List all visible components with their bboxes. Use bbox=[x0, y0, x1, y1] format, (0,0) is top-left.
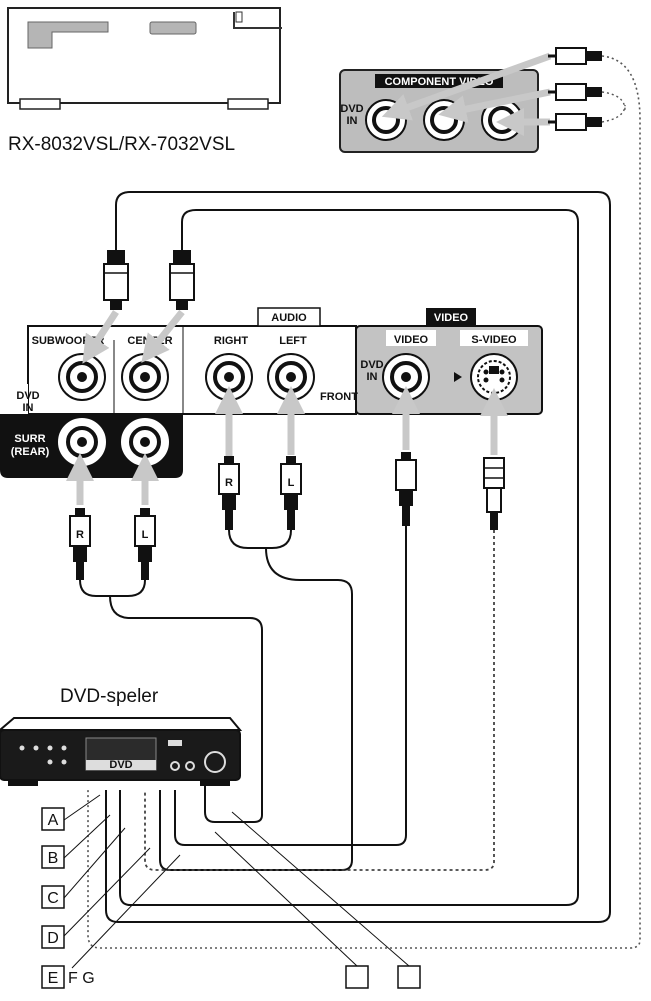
center-plug bbox=[169, 250, 195, 310]
surr-label: SURR bbox=[14, 433, 45, 445]
rear-label: (REAR) bbox=[11, 446, 50, 458]
letter-a: A bbox=[48, 812, 59, 829]
player-title: DVD-speler bbox=[60, 686, 159, 707]
component-plug-3 bbox=[548, 113, 602, 131]
component-jack-pb bbox=[423, 99, 465, 141]
video-in-label: IN bbox=[367, 371, 378, 383]
surround-left-plug: L bbox=[134, 508, 156, 580]
surround-right-jack bbox=[58, 418, 106, 466]
player-display-label: DVD bbox=[109, 759, 132, 771]
component-plug-2 bbox=[548, 83, 602, 101]
cables-to-player bbox=[79, 526, 495, 871]
video-dvd-label: DVD bbox=[360, 359, 383, 371]
component-dvd-label: DVD bbox=[340, 103, 363, 115]
sub-center-arrows bbox=[82, 309, 185, 364]
component-plugs bbox=[548, 47, 602, 131]
svideo-arrow-icon bbox=[454, 372, 462, 382]
component-in-label: IN bbox=[347, 115, 358, 127]
audio-right-plug-label: R bbox=[225, 477, 233, 489]
svideo-plug bbox=[483, 457, 505, 530]
center-jack bbox=[121, 353, 169, 401]
surr-in-label: IN bbox=[23, 402, 34, 414]
video-plug bbox=[395, 452, 417, 526]
letter-labels: A B C D E F G bbox=[41, 794, 421, 989]
component-video-panel: COMPONENT VIDEO DVD IN bbox=[339, 69, 539, 153]
audio-left-plug-label: L bbox=[288, 477, 295, 489]
main-jack-panel: AUDIO VIDEO SUBWOOFER CENTER RIGHT LEFT … bbox=[0, 307, 543, 478]
letter-c: C bbox=[47, 890, 59, 907]
letter-b: B bbox=[48, 850, 59, 867]
letter-e: E bbox=[48, 970, 59, 987]
audio-right-jack bbox=[205, 353, 253, 401]
receiver-model-label: RX-8032VSL/RX-7032VSL bbox=[8, 134, 235, 155]
blank-box-1 bbox=[345, 965, 369, 989]
component-jack-y bbox=[365, 99, 407, 141]
letter-fg: F G bbox=[68, 970, 95, 987]
svideo-jack-label: S-VIDEO bbox=[471, 334, 517, 346]
sub-center-cables bbox=[105, 191, 611, 923]
audio-left-jack bbox=[267, 353, 315, 401]
audio-right-plug: R bbox=[218, 456, 240, 530]
component-plug-1 bbox=[548, 47, 602, 65]
left-label: LEFT bbox=[279, 335, 307, 347]
right-label: RIGHT bbox=[214, 335, 249, 347]
dvd-player: DVD bbox=[0, 717, 243, 786]
surround-right-plug: R bbox=[69, 508, 91, 580]
component-cable bbox=[87, 55, 641, 949]
audio-left-plug: L bbox=[280, 456, 302, 530]
surround-right-plug-label: R bbox=[76, 529, 84, 541]
video-jack bbox=[382, 353, 430, 401]
surround-left-plug-label: L bbox=[142, 529, 149, 541]
audio-group-label: AUDIO bbox=[271, 312, 307, 324]
video-jack-label: VIDEO bbox=[394, 334, 429, 346]
video-group-label: VIDEO bbox=[434, 312, 469, 324]
front-label: FRONT bbox=[320, 391, 358, 403]
receiver-illustration bbox=[7, 7, 282, 110]
svideo-jack bbox=[470, 353, 518, 401]
blank-box-2 bbox=[397, 965, 421, 989]
surr-dvd-label: DVD bbox=[16, 390, 39, 402]
surround-left-jack bbox=[121, 418, 169, 466]
subwoofer-plug bbox=[103, 250, 129, 310]
component-plug-arrows bbox=[381, 52, 552, 136]
subwoofer-jack bbox=[58, 353, 106, 401]
letter-d: D bbox=[47, 930, 59, 947]
